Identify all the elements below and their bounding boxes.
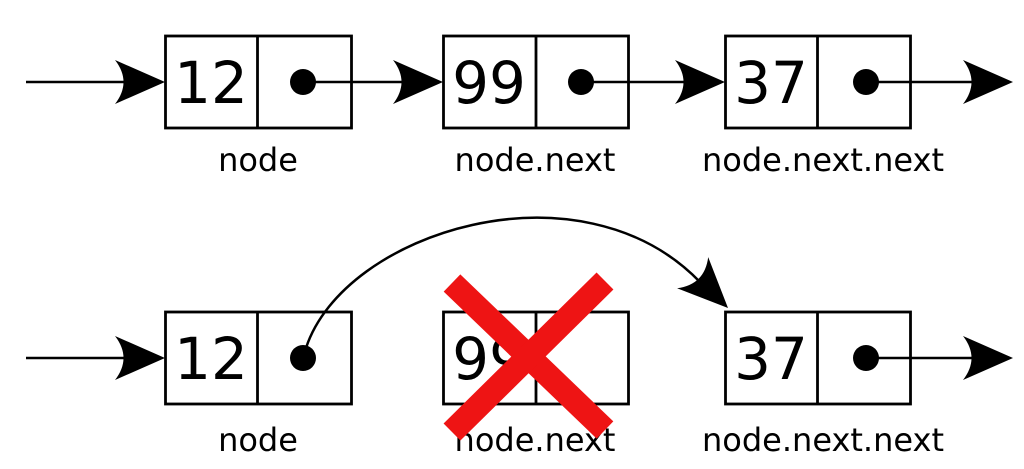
node-value: 12 bbox=[174, 49, 248, 117]
node-box: 99 bbox=[442, 34, 630, 130]
delete-cross-icon bbox=[443, 272, 614, 441]
node-box: 37 bbox=[724, 34, 912, 130]
next-pointer-arrow bbox=[303, 60, 443, 104]
arrow-shaft bbox=[304, 216, 701, 349]
node-value: 99 bbox=[452, 49, 526, 117]
node-label: node.next bbox=[455, 141, 616, 179]
bypass-pointer-arrow bbox=[304, 216, 744, 349]
node-value: 37 bbox=[734, 49, 808, 117]
node-label: node.next.next bbox=[702, 141, 944, 179]
pointer-dot bbox=[290, 345, 316, 371]
node-label: node bbox=[218, 421, 298, 459]
node-value: 37 bbox=[734, 325, 808, 393]
node-box: 12 bbox=[164, 34, 353, 130]
outgoing-pointer-arrow bbox=[866, 60, 1013, 104]
outgoing-pointer-arrow bbox=[866, 336, 1013, 380]
row-before: 12 99 37 bbox=[26, 34, 1013, 179]
node-label: node bbox=[218, 141, 298, 179]
next-pointer-arrow bbox=[581, 60, 725, 104]
node-value: 12 bbox=[174, 325, 248, 393]
incoming-pointer-arrow bbox=[26, 60, 165, 104]
node-box: 12 bbox=[164, 310, 353, 406]
incoming-pointer-arrow bbox=[26, 336, 165, 380]
row-after: 12 99 37 node node.next node.ne bbox=[26, 216, 1013, 459]
delete-cross-stroke bbox=[443, 272, 614, 441]
node-label: node.next.next bbox=[702, 421, 944, 459]
